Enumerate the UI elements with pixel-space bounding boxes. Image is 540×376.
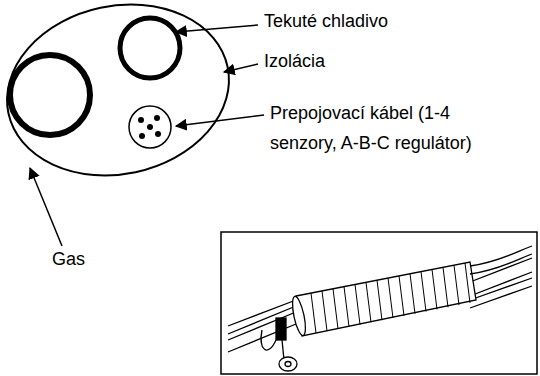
tape-wrap xyxy=(399,276,404,316)
liquid-pipe xyxy=(120,18,180,78)
tape-wrap xyxy=(465,263,470,303)
tape-wrap xyxy=(311,293,316,333)
tape-wrap xyxy=(454,265,459,305)
tape-wrap xyxy=(443,267,448,307)
tape-wrap xyxy=(333,289,338,329)
cable-section xyxy=(129,106,171,148)
gas-pipe xyxy=(10,55,90,135)
cable-cores xyxy=(138,115,161,139)
tape-wrap xyxy=(344,287,349,327)
part-label: Izolácia xyxy=(264,46,524,76)
tape-wrap xyxy=(322,291,327,331)
tape-wrap xyxy=(377,280,382,320)
part-label: Prepojovací kábel (1-4 senzory, A-B-C re… xyxy=(270,98,515,158)
tape-wrap xyxy=(410,274,415,314)
tape-wrap xyxy=(432,269,437,309)
leader-lines xyxy=(30,25,264,246)
tape-wrap xyxy=(388,278,393,318)
tape-wrap xyxy=(421,272,426,312)
tape-wrap xyxy=(355,284,360,324)
tape-wrap xyxy=(366,282,371,322)
inset-illustration xyxy=(221,232,537,374)
part-label: Gas xyxy=(52,244,172,274)
part-label: Tekuté chladivo xyxy=(264,6,524,36)
